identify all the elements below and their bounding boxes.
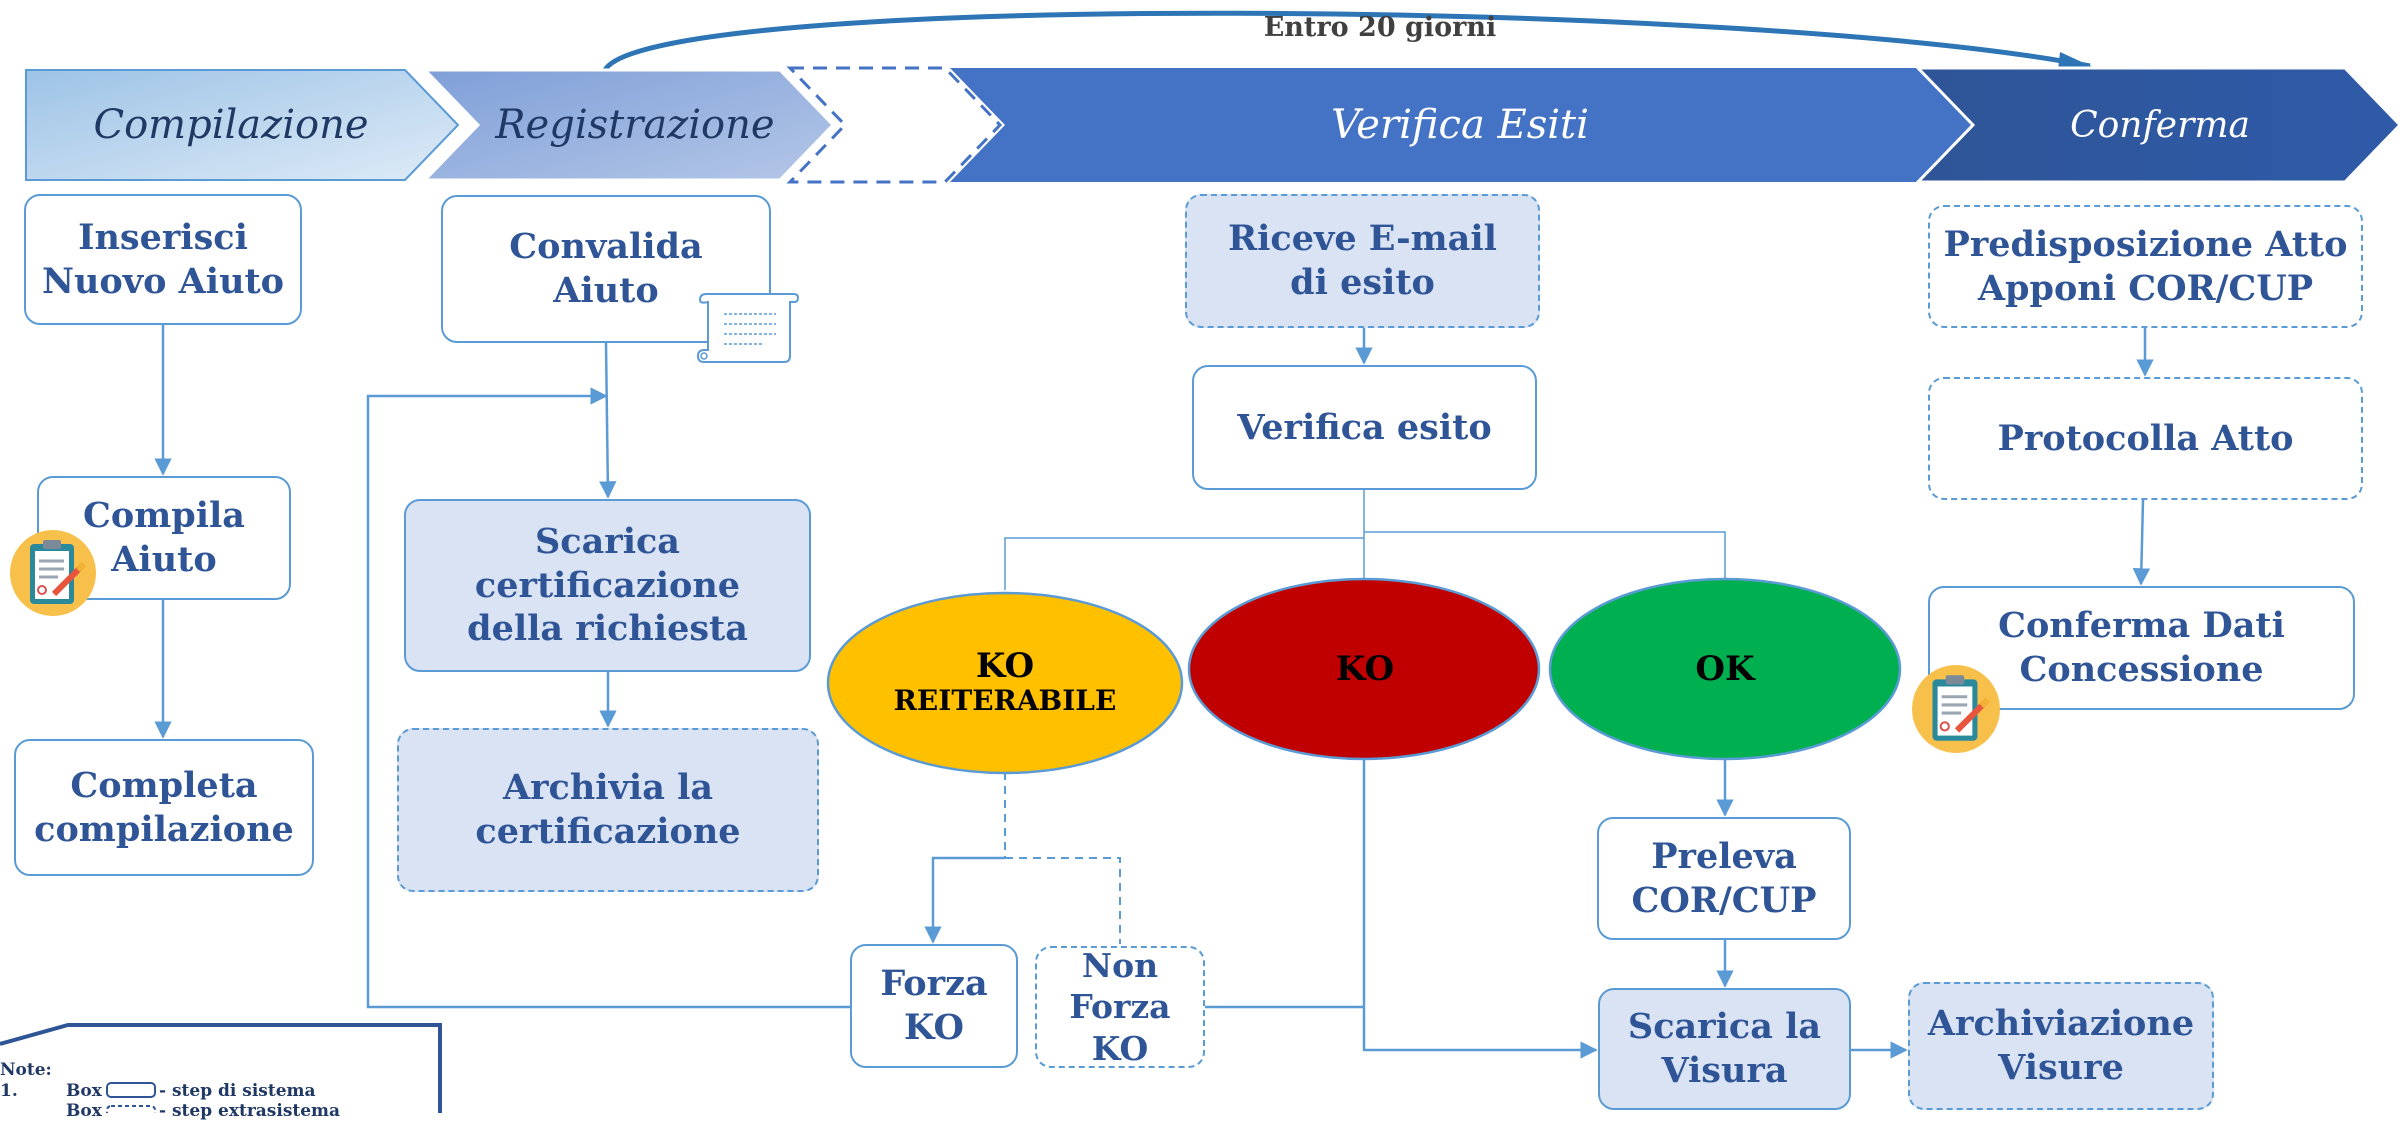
- phase-registrazione: Registrazione: [495, 102, 775, 148]
- node-scarica-certificazione: Scarica certificazione della richiesta: [404, 499, 811, 672]
- ko-reiterabile-main: KO: [975, 646, 1035, 687]
- phase-conferma: Conferma: [2070, 104, 2250, 146]
- phase-compilazione: Compilazione: [93, 102, 369, 148]
- node-preleva-cor-cup: Preleva COR/CUP: [1597, 817, 1851, 940]
- legend-row1-marker: 1.: [0, 1081, 18, 1101]
- node-archivia-certificazione: Archivia la certificazione: [397, 728, 819, 892]
- legend-row2-text: - step extrasistema: [159, 1101, 341, 1121]
- oval-ok: [1548, 577, 1902, 761]
- legend-row1-prefix: Box: [66, 1081, 102, 1101]
- node-completa-compilazione: Completa compilazione: [14, 739, 314, 876]
- phase-compilazione-shape: [25, 69, 460, 181]
- ko-reiterabile-sub: REITERABILE: [893, 683, 1117, 717]
- node-verifica-esito: Verifica esito: [1192, 365, 1537, 490]
- phase-verifica-esiti: Verifica Esiti: [1331, 102, 1589, 148]
- phase-conferma-shape: [1914, 66, 2403, 184]
- legend-title: Note:: [0, 1060, 52, 1080]
- timeline-arc-head: [2058, 52, 2095, 70]
- phase-verifica-shape: [950, 68, 1973, 182]
- document-scroll-icon: [694, 292, 800, 364]
- node-convalida-aiuto: Convalida Aiuto: [441, 195, 771, 343]
- node-forza-ko: Forza KO: [850, 944, 1018, 1068]
- oval-ko: [1187, 577, 1541, 761]
- node-inserisci-nuovo-aiuto: Inserisci Nuovo Aiuto: [24, 194, 302, 325]
- legend-frame: [0, 1023, 442, 1113]
- oval-ko-label: KO: [1200, 590, 1530, 750]
- oval-ko-reiterabile: [826, 591, 1184, 775]
- legend-row1-text: - step di sistema: [159, 1081, 316, 1101]
- node-non-forza-ko: Non Forza KO: [1035, 946, 1205, 1068]
- node-conferma-dati-concessione: Conferma Dati Concessione: [1928, 586, 2355, 710]
- oval-ko-reiterabile-label: KO REITERABILE: [840, 600, 1170, 765]
- clipboard-icon: [1910, 663, 2002, 755]
- oval-ok-label: OK: [1560, 590, 1890, 750]
- legend-row2-prefix: Box: [66, 1101, 102, 1121]
- node-archiviazione-visure: Archiviazione Visure: [1908, 982, 2214, 1110]
- timeline-note: Entro 20 giorni: [1263, 12, 1497, 43]
- ko-label: KO: [1335, 649, 1395, 690]
- node-riceve-email: Riceve E-mail di esito: [1185, 194, 1540, 328]
- phase-registrazione-shape: [421, 68, 836, 182]
- timeline-arc: [602, 10, 2091, 72]
- clipboard-icon: [8, 528, 98, 618]
- node-predisposizione-atto: Predisposizione Atto Apponi COR/CUP: [1928, 205, 2363, 328]
- ok-label: OK: [1695, 649, 1755, 690]
- node-protocolla-atto: Protocolla Atto: [1928, 377, 2363, 500]
- node-scarica-visura: Scarica la Visura: [1598, 988, 1851, 1110]
